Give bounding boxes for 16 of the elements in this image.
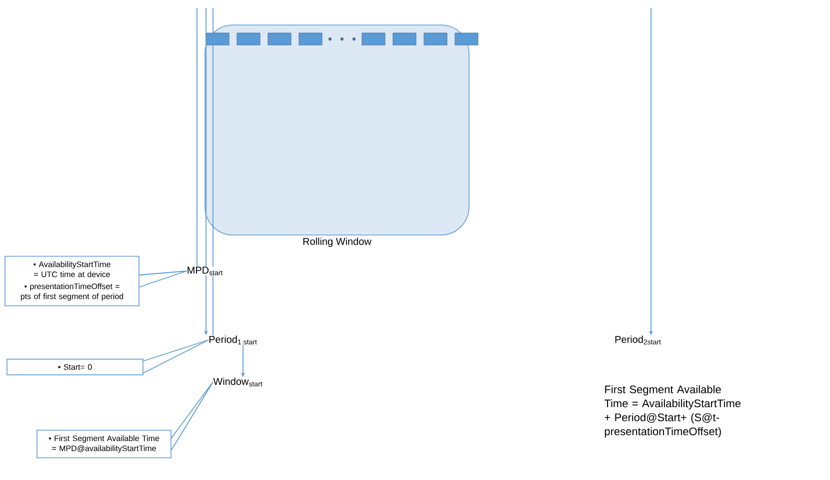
time-label: Window$_{start}$ — [213, 378, 262, 386]
rolling-window-box: Rolling Window — [204, 24, 470, 247]
callout-box: • Start= 0 — [6, 358, 144, 376]
line — [212, 274, 214, 336]
time-label: MPD$_{start}$ — [188, 266, 223, 276]
callout-pointer — [170, 382, 214, 450]
time-label: Period$_{1 start}$ — [209, 336, 257, 344]
formula-note: First Segment Available Time = AvailabilityStartTime + Period@Start+ (S@t-presentationTimeOffset) — [604, 385, 741, 438]
line — [212, 8, 214, 268]
callout-pointer — [138, 270, 188, 288]
node-label: Rolling Window — [303, 238, 372, 247]
time-label: Period$_{2start}$ — [615, 336, 661, 344]
callout-box: • First Segment Available Time = MPD@availabilityStartTime — [36, 430, 172, 458]
line — [196, 8, 198, 268]
callout-pointer — [142, 340, 209, 374]
callout-box: • AvailabilityStartTime = UTC time at device • presentationTimeOffset = pts of first segment of period — [4, 256, 140, 306]
